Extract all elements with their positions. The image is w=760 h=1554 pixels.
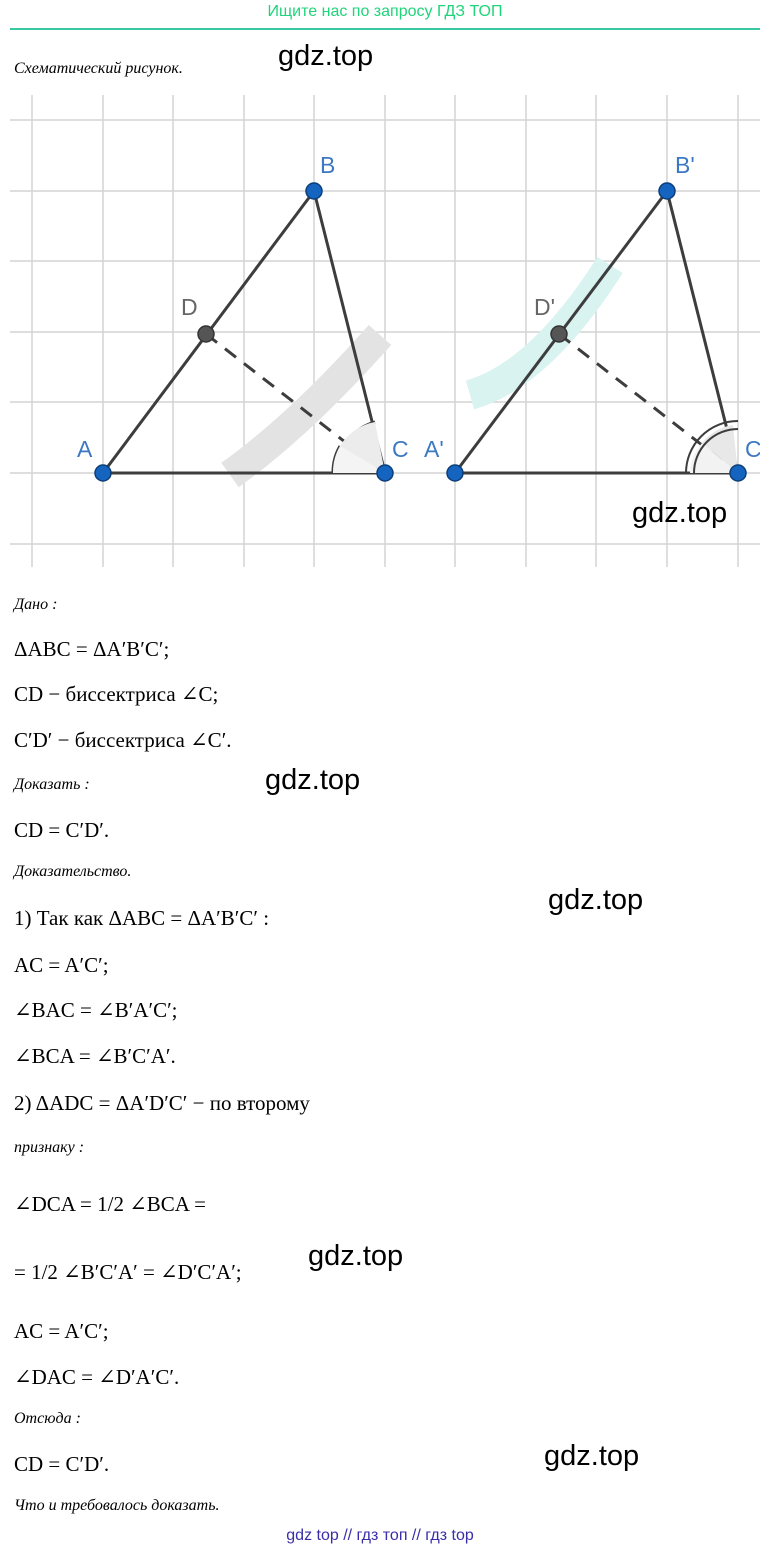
prove-label: Доказать : [14,776,90,793]
given-line-3: C′D′ − биссектриса ∠C′. [14,728,232,752]
hence-label: Отсюда : [14,1410,81,1427]
step-1-line-1: AC = A′C′; [14,953,109,977]
label-d1: D' [534,294,555,320]
step-2-continued: признаку : [14,1139,85,1156]
point-d1 [550,325,568,343]
step-1: 1) Так как ΔABC = ΔA′B′C′ : [14,906,270,930]
point-b [305,182,323,200]
label-c1: C' [745,436,760,462]
point-c1 [729,464,747,482]
step-2-line-2: ∠DAC = ∠D′A′C′. [14,1365,180,1389]
qed: Что и требовалось доказать. [14,1497,220,1514]
given-label: Дано : [14,596,58,613]
watermark: gdz.top [544,1440,640,1472]
watermark: gdz.top [308,1240,404,1272]
label-b: B [320,152,335,178]
footer-links[interactable]: gdz top // гдз топ // гдз top [286,1527,474,1544]
point-b1 [658,182,676,200]
label-a: A [77,436,93,462]
watermark: gdz.top [548,884,644,916]
watermark: gdz.top [632,497,728,529]
label-d: D [181,294,198,320]
point-a [94,464,112,482]
result: CD = C′D′. [14,1452,110,1476]
prove-statement: CD = C′D′. [14,818,110,842]
watermark: gdz.top [265,764,361,796]
step-1-line-2: ∠BAC = ∠B′A′C′; [14,998,178,1022]
point-c [376,464,394,482]
equation-2: = 1/2 ∠B′C′A′ = ∠D′C′A′; [14,1260,242,1284]
label-c: C [392,436,409,462]
point-a1 [446,464,464,482]
point-d [197,325,215,343]
label-b1: B' [675,152,695,178]
step-2: 2) ΔADC = ΔA′D′C′ − по второму [14,1091,310,1115]
equation-1: ∠DCA = 1/2 ∠BCA = [14,1192,206,1216]
triangles-figure: A B C D A' B' C' D' [10,95,760,567]
figure-caption: Схематический рисунок. [14,60,183,77]
top-banner[interactable]: Ищите нас по запросу ГДЗ ТОП [10,0,760,30]
label-a1: A' [424,436,444,462]
given-line-1: ΔABC = ΔA′B′C′; [14,637,170,661]
step-2-line-1: AC = A′C′; [14,1319,109,1343]
watermark: gdz.top [278,40,374,72]
proof-label: Доказательство. [14,863,132,880]
given-line-2: CD − биссектриса ∠C; [14,682,219,706]
step-1-line-3: ∠BCA = ∠B′C′A′. [14,1044,176,1068]
